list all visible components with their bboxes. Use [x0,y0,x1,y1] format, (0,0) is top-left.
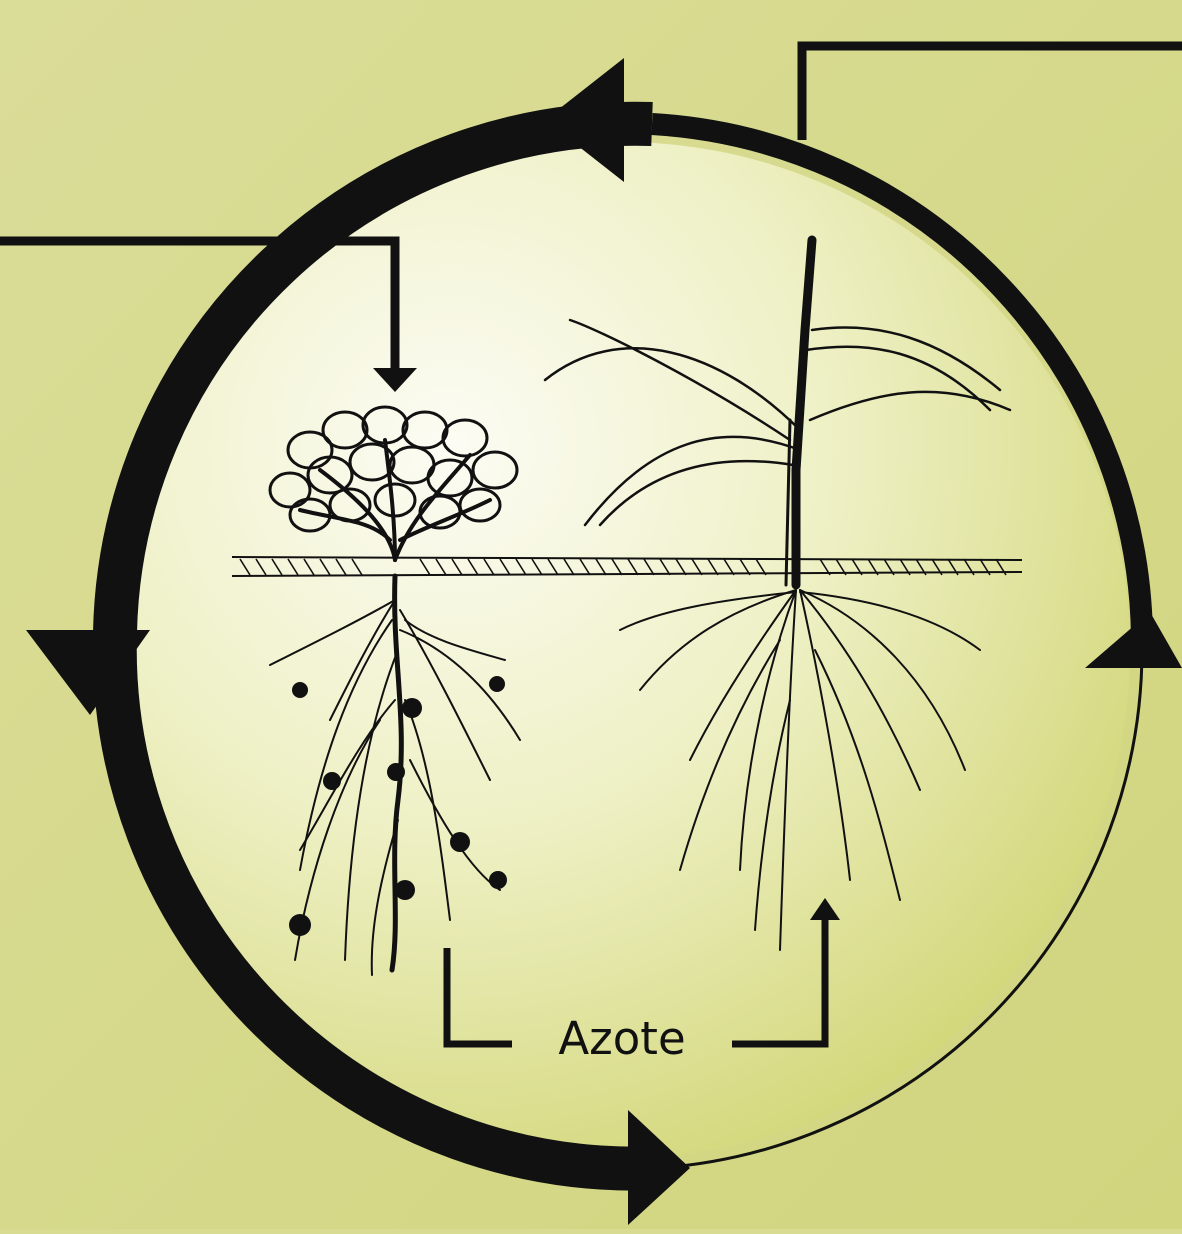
azote-label: Azote [558,1012,685,1065]
